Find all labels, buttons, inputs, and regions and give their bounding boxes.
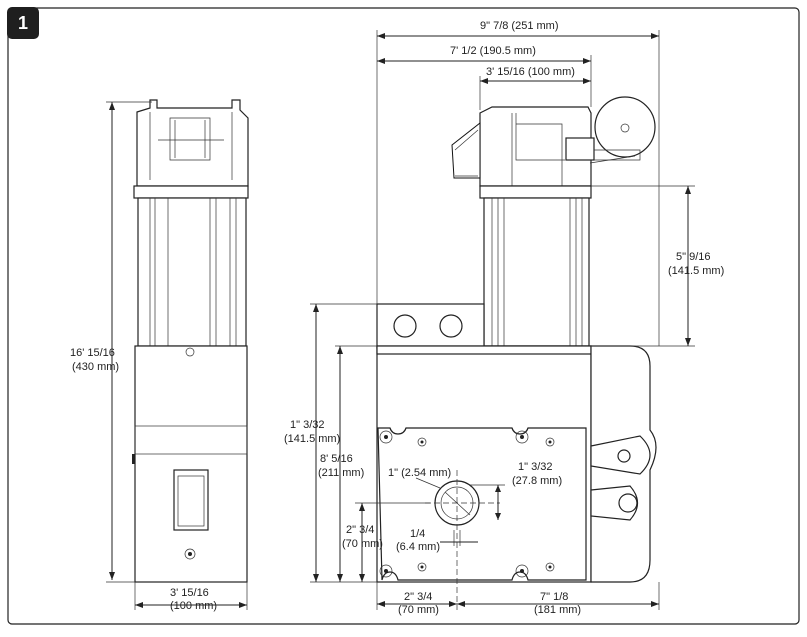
side-view: [106, 99, 249, 610]
dim-height-430-line2: (430 mm): [72, 361, 119, 373]
dim-width-190: 7' 1/2 (190.5 mm): [450, 45, 536, 57]
dim-hole-offset-line2: (27.8 mm): [512, 475, 562, 487]
dim-height-430-line1: 16' 15/16: [70, 347, 115, 359]
dim-bottom-70-line1: 2" 3/4: [404, 591, 432, 603]
dim-small-hole-line1: 1/4: [410, 528, 425, 540]
dim-height-70-line2: (70 mm): [342, 538, 383, 550]
dim-height-70-line1: 2" 3/4: [346, 524, 374, 536]
dim-width-100-left-line1: 3' 15/16: [170, 587, 209, 599]
dim-hole-offset-line1: 1" 3/32: [518, 461, 553, 473]
dim-height-141-right-line1: 5" 9/16: [676, 251, 711, 263]
dim-small-hole-line2: (6.4 mm): [396, 541, 440, 553]
dim-width-100-left-line2: (100 mm): [170, 600, 217, 612]
dim-height-141-left-line2: (141.5 mm): [284, 433, 340, 445]
top-dimension-lines: [310, 30, 695, 610]
dim-height-211-line2: (211 mm): [318, 467, 364, 479]
dim-width-100-top: 3' 15/16 (100 mm): [486, 66, 575, 78]
drawing-border: [7, 7, 800, 625]
dim-height-211-line1: 8' 5/16: [320, 453, 353, 465]
dim-height-141-left-line1: 1" 3/32: [290, 419, 325, 431]
dim-bottom-181-line1: 7" 1/8: [540, 591, 568, 603]
dim-hole-diameter: 1" (2.54 mm): [388, 467, 451, 479]
front-view: [376, 96, 657, 610]
dim-height-141-right-line2: (141.5 mm): [668, 265, 724, 277]
dim-overall-width: 9" 7/8 (251 mm): [480, 20, 559, 32]
figure-number-badge: 1: [7, 7, 39, 39]
dim-bottom-70-line2: (70 mm): [398, 604, 439, 616]
dim-bottom-181-line2: (181 mm): [534, 604, 581, 616]
